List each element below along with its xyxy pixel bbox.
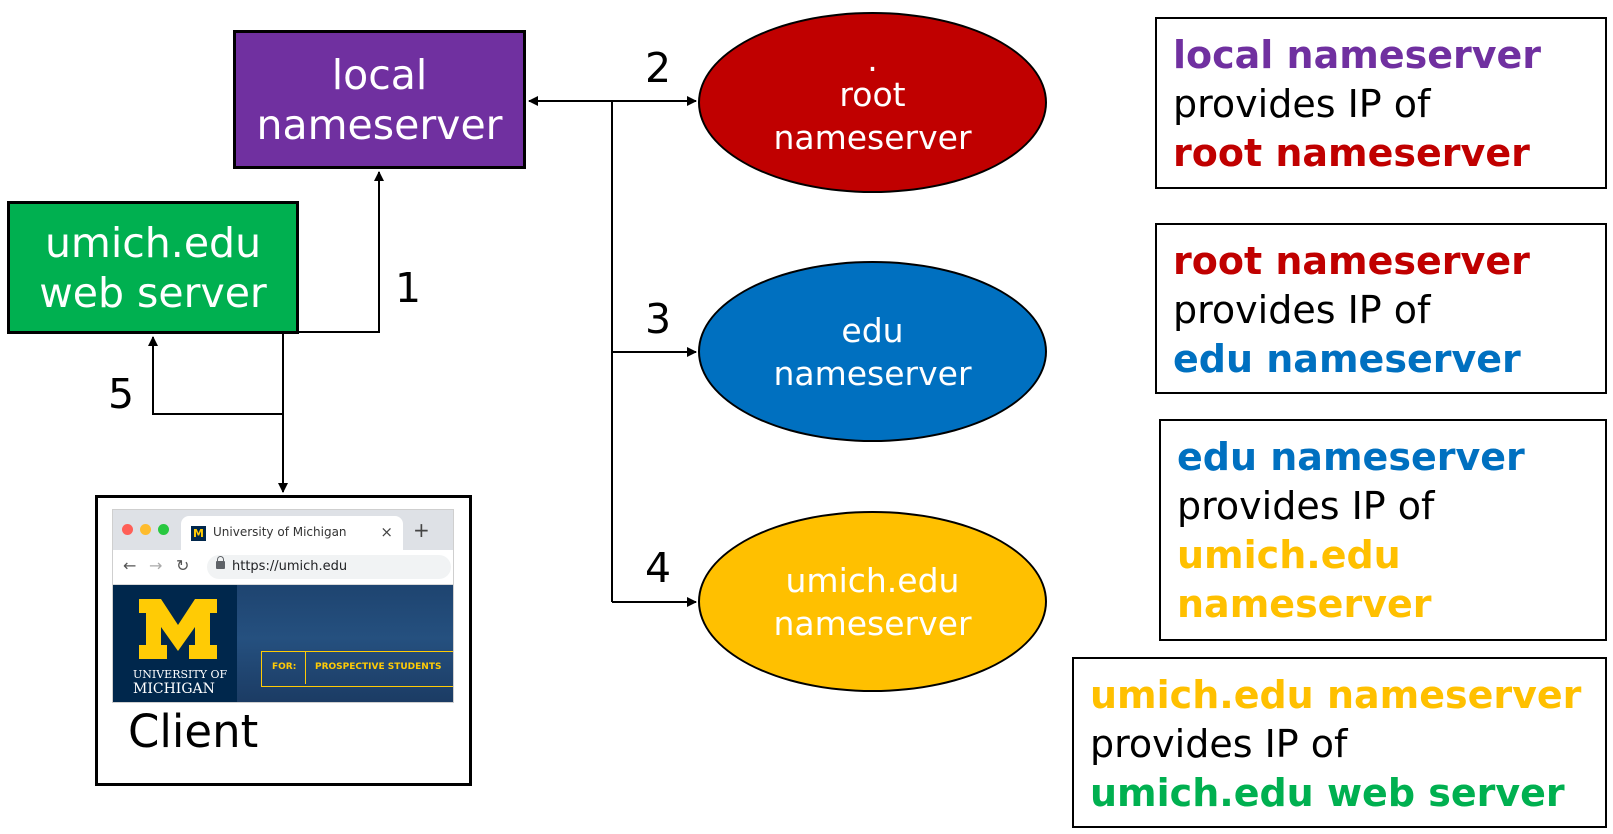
for-label: FOR: [272,662,297,672]
wordmark-line1: UNIVERSITY OF [133,668,228,681]
info2-subject: root nameserver [1173,239,1530,283]
local-nameserver-line1: local [331,50,428,99]
local-nameserver-box: local nameserver [233,30,526,169]
info3-object-line2: nameserver [1177,582,1432,626]
forward-arrow-icon[interactable]: → [149,556,163,575]
minimize-window-icon[interactable] [140,524,151,535]
info-box-edu: edu nameserver provides IP of umich.edu … [1159,419,1607,641]
info2-verb: provides IP of [1173,288,1431,332]
tab-title: University of Michigan [213,525,347,539]
info4-verb: provides IP of [1090,722,1348,766]
wordmark-line2: MICHIGAN [133,681,215,697]
reload-icon[interactable]: ↻ [176,556,190,575]
university-wordmark: UNIVERSITY OF MICHIGAN [133,667,227,697]
web-server-line2: web server [39,268,267,317]
maximize-window-icon[interactable] [158,524,169,535]
tab-close-icon[interactable]: × [380,523,393,541]
block-m-logo-icon [139,599,217,659]
browser-screenshot: M University of Michigan × + ← → ↻ https… [112,509,454,703]
umich-favicon-icon: M [191,526,206,541]
info4-object: umich.edu web server [1090,771,1565,815]
campus-photo [237,585,453,702]
root-nameserver-ellipse: . root nameserver [698,12,1047,193]
local-nameserver-line2: nameserver [256,100,503,149]
info3-object-line1: umich.edu [1177,533,1401,577]
step-label-3: 3 [645,295,672,343]
umich-homepage: UNIVERSITY OF MICHIGAN FOR: PROSPECTIVE … [113,585,453,702]
root-line3: nameserver [773,117,972,157]
info1-object: root nameserver [1173,131,1530,175]
new-tab-icon[interactable]: + [413,518,430,542]
browser-nav-bar: ← → ↻ https://umich.edu [113,550,453,585]
close-window-icon[interactable] [122,524,133,535]
info-box-root: root nameserver provides IP of edu names… [1155,223,1607,394]
browser-tab[interactable]: M University of Michigan × [181,516,403,550]
browser-tab-bar: M University of Michigan × + [113,510,453,550]
umich-line2: nameserver [773,603,972,643]
url-text: https://umich.edu [232,559,348,574]
umich-nameserver-ellipse: umich.edu nameserver [698,511,1047,692]
info1-verb: provides IP of [1173,82,1431,126]
lock-icon [216,556,225,569]
root-dot: . [867,39,878,79]
umich-line1: umich.edu [785,560,960,600]
info1-subject: local nameserver [1173,33,1542,77]
info3-subject: edu nameserver [1177,435,1525,479]
edu-nameserver-ellipse: edu nameserver [698,261,1047,442]
arrow-step-1 [298,171,384,333]
arrow-step-5 [148,336,283,415]
audience-divider [305,652,306,684]
prospective-students-link[interactable]: PROSPECTIVE STUDENTS [315,662,442,672]
address-bar[interactable]: https://umich.edu [207,555,451,579]
audience-strip: FOR: PROSPECTIVE STUDENTS [261,651,453,687]
info4-subject: umich.edu nameserver [1090,673,1582,717]
edu-line2: nameserver [773,353,972,393]
step-label-5: 5 [108,370,135,418]
client-label: Client [128,705,259,758]
step-label-4: 4 [645,544,672,592]
root-line2: root [839,74,906,114]
info2-object: edu nameserver [1173,337,1521,381]
step-label-1: 1 [395,264,422,312]
edu-line1: edu [841,310,904,350]
web-server-line1: umich.edu [44,218,262,267]
info-box-umich: umich.edu nameserver provides IP of umic… [1072,657,1607,828]
info-box-local: local nameserver provides IP of root nam… [1155,17,1607,189]
back-arrow-icon[interactable]: ← [123,556,137,575]
web-server-box: umich.edu web server [7,201,299,334]
info3-verb: provides IP of [1177,484,1435,528]
step-label-2: 2 [645,44,672,92]
